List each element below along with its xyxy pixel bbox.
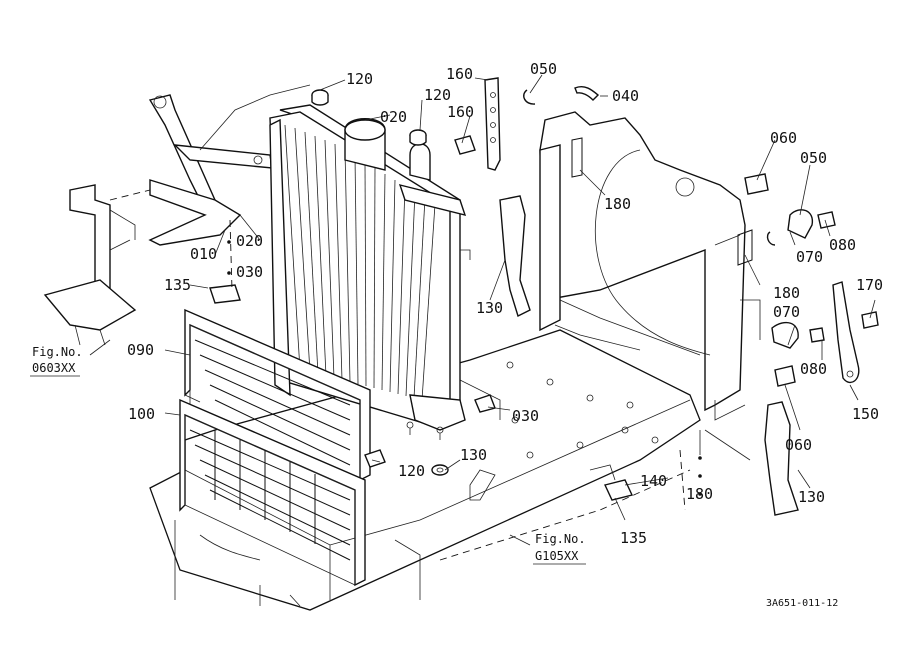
callout-100: 100 (128, 405, 155, 423)
callout-140: 150 (852, 405, 879, 423)
ref-number-g105xx: G105XX (535, 549, 579, 563)
hardware-parts (209, 86, 879, 501)
side-mount-bracket (43, 184, 151, 346)
callout-010: 010 (190, 245, 217, 263)
callout-030-lower: 030 (512, 407, 539, 425)
lower-screen-100 (179, 398, 366, 587)
diagram-code: 3A651-011-12 (766, 598, 838, 609)
callout-180-shroud: 180 (604, 195, 631, 213)
callout-170: 140 (640, 472, 667, 490)
callout-135-bottom: 135 (620, 529, 647, 547)
callout-180-side: 180 (773, 284, 800, 302)
callout-160-left: 160 (447, 103, 474, 121)
callout-030-side: 030 (236, 263, 263, 281)
ref-title-g105xx: Fig.No. (535, 532, 586, 546)
callout-070-lower: 070 (773, 303, 800, 321)
callout-160-right: 170 (856, 276, 883, 294)
leader-lines (89, 74, 876, 546)
callout-020-cap: 020 (380, 108, 407, 126)
callout-120-bottom: 130 (460, 446, 487, 464)
callout-060-top: 060 (770, 129, 797, 147)
callout-120-upper: 120 (424, 86, 451, 104)
callout-070-upper: 070 (796, 248, 823, 266)
callout-130-right: 130 (798, 488, 825, 506)
callout-135-left: 135 (164, 276, 191, 294)
callout-090: 090 (127, 341, 154, 359)
callout-020-side: 020 (236, 232, 263, 250)
callout-130-left: 130 (476, 299, 503, 317)
ref-fig-0603xx: Fig.No. 0603XX (30, 345, 83, 377)
ref-number-0603xx: 0603XX (32, 361, 76, 375)
callout-080-lower: 080 (800, 360, 827, 378)
callout-110: 120 (398, 462, 425, 480)
radiator-core (269, 104, 471, 440)
callout-labels: 120 120 020 160 160 050 040 060 050 180 … (127, 60, 883, 547)
callout-050-right: 050 (800, 149, 827, 167)
side-plates (484, 77, 860, 516)
callout-120-top: 120 (346, 70, 373, 88)
callout-150: 160 (446, 65, 473, 83)
callout-080-upper: 080 (829, 236, 856, 254)
ref-fig-g105xx: Fig.No. G105XX (533, 532, 586, 565)
dot-markers (227, 240, 702, 496)
ref-title-0603xx: Fig.No. (32, 345, 83, 359)
callout-050-top: 050 (530, 60, 557, 78)
callout-060-lower: 060 (785, 436, 812, 454)
fan-shroud (539, 111, 761, 421)
callout-040: 040 (612, 87, 639, 105)
